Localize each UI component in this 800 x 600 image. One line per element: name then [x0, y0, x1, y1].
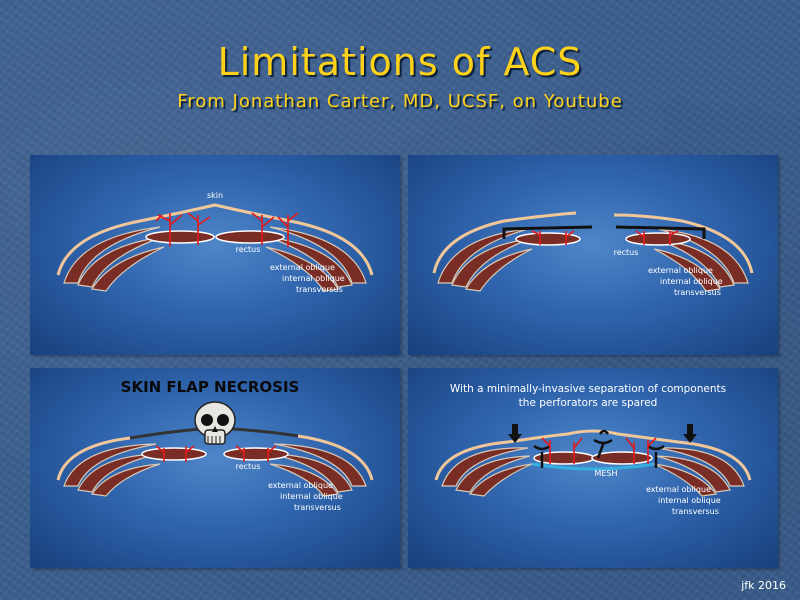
diagram-panel-normal-anatomy: skin rectus external oblique internal ob…	[30, 155, 400, 355]
left-rectus	[141, 447, 207, 461]
perforator-vessels	[155, 445, 277, 462]
left-muscle-layers	[63, 443, 161, 497]
left-muscle-layers	[441, 447, 533, 497]
left-muscle-layers	[437, 228, 533, 292]
abdominal-wall-diagram: rectus external oblique internal oblique…	[432, 211, 754, 297]
internal-oblique-label: internal oblique	[658, 496, 721, 505]
rectus-label: rectus	[236, 462, 261, 471]
external-oblique-label: external oblique	[648, 266, 713, 275]
right-rectus	[591, 451, 653, 465]
left-dissection-plane	[502, 225, 593, 239]
external-oblique-label: external oblique	[646, 485, 711, 494]
perforator-vessels	[155, 212, 299, 247]
left-skin-flap	[432, 211, 577, 274]
skin-label: skin	[207, 191, 223, 200]
diagram-panel-skin-flap-necrosis: SKIN FLAP NECROSIS	[30, 368, 400, 568]
external-oblique-label: external oblique	[270, 263, 335, 272]
right-muscle-layers	[265, 226, 367, 292]
surgical-instruments	[533, 429, 665, 468]
perforator-vessels	[531, 230, 679, 245]
necrosis-heading: SKIN FLAP NECROSIS	[121, 378, 300, 396]
mesh-label: MESH	[594, 469, 617, 478]
abdominal-wall-diagram: SKIN FLAP NECROSIS	[56, 378, 374, 512]
transversus-label: transversus	[674, 288, 721, 297]
right-arrow-down-icon	[683, 424, 697, 443]
slide-subtitle: From Jonathan Carter, MD, UCSF, on Youtu…	[177, 91, 623, 112]
transversus-label: transversus	[294, 503, 341, 512]
footer-credit: jfk 2016	[741, 579, 786, 592]
transversus-label: transversus	[672, 507, 719, 516]
diagram-panel-minimally-invasive: With a minimally-invasive separation of …	[408, 368, 778, 568]
left-skin	[56, 436, 131, 481]
left-rectus	[515, 232, 581, 246]
right-muscle-layers	[653, 228, 749, 292]
skin-line	[56, 203, 374, 276]
right-skin	[297, 434, 374, 481]
left-muscle-layers	[63, 226, 165, 292]
abdominal-wall-diagram: skin rectus external oblique internal ob…	[56, 191, 374, 294]
slide-title: Limitations of ACS	[217, 40, 583, 84]
external-oblique-label: external oblique	[268, 481, 333, 490]
right-rectus	[223, 447, 289, 461]
perforator-vessels	[541, 437, 657, 464]
left-rectus	[145, 230, 215, 244]
right-rectus	[215, 230, 285, 244]
right-dissection-plane	[615, 225, 706, 239]
skin-line	[434, 429, 752, 481]
skull-icon	[194, 401, 236, 445]
transversus-label: transversus	[296, 285, 343, 294]
internal-oblique-label: internal oblique	[282, 274, 345, 283]
diagram-panel-separation: rectus external oblique internal oblique…	[408, 155, 778, 355]
heading-line-2: the perforators are spared	[519, 397, 658, 409]
abdominal-wall-diagram: With a minimally-invasive separation of …	[434, 383, 752, 516]
heading-line-1: With a minimally-invasive separation of …	[450, 383, 726, 395]
rectus-label: rectus	[614, 248, 639, 257]
internal-oblique-label: internal oblique	[660, 277, 723, 286]
right-skin-flap	[613, 213, 754, 274]
mesh-line	[531, 462, 655, 471]
right-muscle-layers	[269, 443, 367, 497]
left-arrow-down-icon	[508, 424, 522, 443]
rectus-label: rectus	[236, 245, 261, 254]
internal-oblique-label: internal oblique	[280, 492, 343, 501]
right-rectus	[625, 232, 691, 246]
